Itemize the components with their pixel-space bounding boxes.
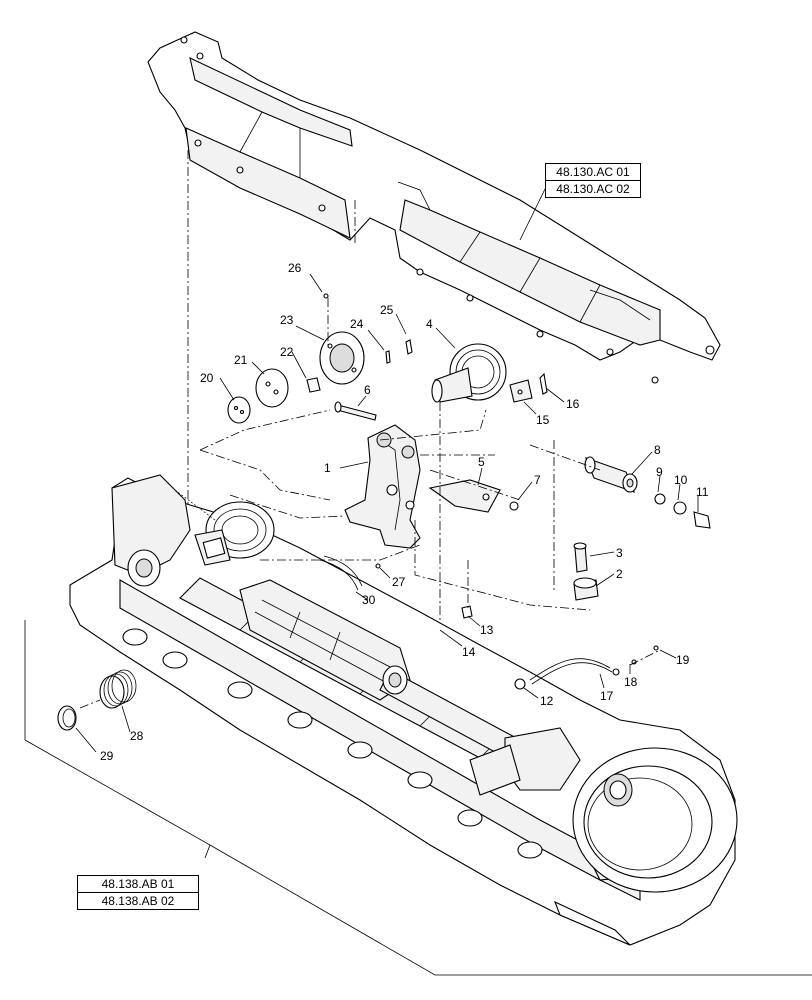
bolt-25: [405, 339, 413, 355]
grease-line-30: [319, 555, 363, 591]
plug-22: [306, 377, 321, 393]
bolt-11: [693, 511, 711, 529]
washer-9: [654, 493, 666, 505]
callout-7: 7: [534, 473, 541, 487]
callout-numbers: 1 2 3 4 5 6 7 8 9 10 11 12 13 14 15 16 1…: [100, 261, 709, 763]
reference-leaders: [24, 184, 812, 976]
callout-9: 9: [656, 465, 663, 479]
callout-29: 29: [100, 749, 114, 763]
nut-13: [461, 605, 473, 619]
callout-2: 2: [616, 567, 623, 581]
upper-track-cover: [147, 31, 721, 384]
callout-21: 21: [234, 353, 248, 367]
callout-18: 18: [624, 675, 638, 689]
callout-27: 27: [392, 575, 406, 589]
bellows-boot-28: [99, 669, 137, 709]
bolt-3: [573, 542, 588, 573]
pin: [584, 456, 638, 493]
hose-clamp-29: [57, 705, 77, 731]
callout-26: 26: [288, 261, 302, 275]
callout-19: 19: [676, 653, 690, 667]
callout-1: 1: [324, 461, 331, 475]
mounting-plate: [428, 479, 501, 513]
reference-upper-2[interactable]: 48.130.AC 02: [546, 180, 640, 197]
callout-15: 15: [536, 413, 550, 427]
callout-3: 3: [616, 546, 623, 560]
callout-leaders: [75, 273, 699, 753]
washer-10: [673, 501, 687, 515]
grease-hose-17: [514, 658, 620, 690]
callout-10: 10: [674, 473, 688, 487]
callout-5: 5: [478, 455, 485, 469]
track-frame-assembly: [69, 474, 738, 946]
bolt-16: [539, 372, 548, 395]
callout-22: 22: [280, 345, 294, 359]
reference-upper-1[interactable]: 48.130.AC 01: [556, 165, 630, 179]
nut-7: [509, 501, 519, 511]
assembly-lines: [79, 150, 661, 709]
callout-14: 14: [462, 645, 476, 659]
reference-lower-1[interactable]: 48.138.AB 01: [101, 877, 175, 891]
callout-23: 23: [280, 313, 294, 327]
seal-plate-23: [319, 331, 365, 385]
bolt-6: [334, 401, 377, 421]
callout-16: 16: [566, 397, 580, 411]
spacer-block: [509, 379, 533, 403]
callout-8: 8: [654, 443, 661, 457]
fitting-19: [653, 645, 659, 651]
idler-support-bracket: [344, 424, 421, 549]
reference-box-lower[interactable]: 48.138.AB 01 48.138.AB 02: [77, 875, 199, 910]
callout-6: 6: [364, 383, 371, 397]
callout-25: 25: [380, 303, 394, 317]
support-roller-shaft: [431, 343, 507, 403]
pin-24: [385, 350, 391, 364]
callout-13: 13: [480, 623, 494, 637]
reference-lower-2[interactable]: 48.138.AB 02: [78, 892, 198, 909]
fitting-26: [323, 293, 329, 299]
callout-30: 30: [362, 593, 376, 607]
reference-box-upper[interactable]: 48.130.AC 01 48.130.AC 02: [545, 163, 641, 198]
callout-20: 20: [200, 371, 214, 385]
bushing-2: [573, 577, 599, 601]
callout-17: 17: [600, 689, 614, 703]
callout-28: 28: [130, 729, 144, 743]
gasket-20: [227, 396, 251, 424]
callout-4: 4: [426, 317, 433, 331]
callout-12: 12: [540, 694, 554, 708]
cap-21: [255, 368, 289, 408]
callout-24: 24: [350, 317, 364, 331]
callout-11: 11: [696, 485, 709, 499]
fitting-27: [375, 563, 381, 569]
